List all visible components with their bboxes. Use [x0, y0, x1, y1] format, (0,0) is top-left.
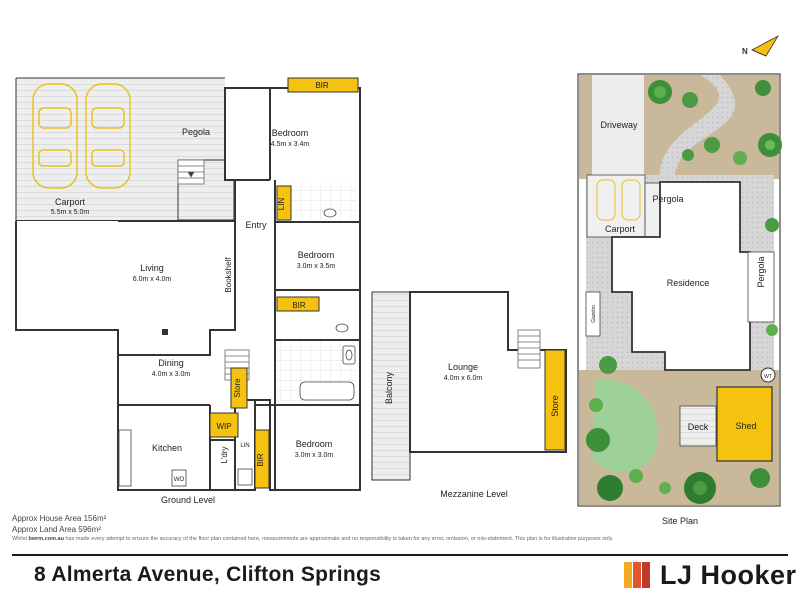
- disclaimer-text: has made every attempt to ensure the acc…: [63, 536, 614, 542]
- stairs-icon: [517, 329, 541, 369]
- room-name: Lounge: [448, 362, 478, 372]
- site-label: Pergola: [756, 256, 766, 287]
- residence-outline: [611, 181, 751, 371]
- site-label: WT: [764, 374, 772, 380]
- kitchen-bench: [118, 429, 132, 487]
- room-name: Bedroom: [298, 250, 335, 260]
- agency-brand[interactable]: LJ Hooker: [624, 558, 797, 592]
- level-label: Ground Level: [161, 495, 215, 505]
- site-label: Carport: [605, 224, 636, 234]
- store-label: Store: [550, 395, 560, 417]
- room-name: Living: [140, 263, 164, 273]
- north-letter: N: [742, 47, 748, 56]
- site-label: Residence: [667, 278, 710, 288]
- wall-oven: [171, 469, 187, 487]
- vanity-icon: [342, 345, 356, 365]
- bir-label: BIR: [256, 453, 265, 467]
- built-in-robes: [209, 77, 359, 489]
- lin-label: LIN: [277, 198, 286, 211]
- room-size: 3.0m x 3.5m: [297, 263, 336, 270]
- mezzanine-level-plan: Balcony Lounge 4.0m x 6.0m Store Mezzani…: [371, 291, 567, 499]
- site-label: Driveway: [600, 120, 638, 130]
- wo-label: WO: [174, 477, 185, 483]
- balcony-label: Balcony: [384, 371, 394, 404]
- toilet-icon: [323, 208, 349, 333]
- room-name: Kitchen: [152, 443, 182, 453]
- room-size: 3.0m x 3.0m: [295, 452, 334, 459]
- car-icon: [85, 83, 131, 189]
- site-label: Gazebo: [591, 305, 597, 323]
- ground-level-plan: Carport 5.5m x 5.0m Pegola Bedroom 4.5m …: [15, 77, 361, 505]
- area-notes: Approx House Area 156m² Approx Land Area…: [12, 513, 792, 543]
- bathtub-icon: [299, 381, 355, 401]
- north-arrow-icon: N: [742, 34, 780, 57]
- car-icon: [596, 179, 616, 221]
- room-size: 4.5m x 3.4m: [271, 141, 310, 148]
- room-name: Bedroom: [296, 439, 333, 449]
- garden-path: [660, 75, 736, 175]
- disclaimer-site: bwrm.com.au: [28, 536, 64, 542]
- bir-label: BIR: [315, 81, 329, 90]
- level-label: Site Plan: [662, 516, 698, 526]
- room-name: Entry: [245, 220, 267, 230]
- property-address: 8 Almerta Avenue, Clifton Springs: [34, 563, 382, 586]
- site-shed: [716, 386, 773, 462]
- site-label: Deck: [688, 422, 709, 432]
- room-name: Pegola: [182, 127, 210, 137]
- driveway: [592, 75, 644, 175]
- balcony-deck: [371, 291, 411, 481]
- laundry-label: L'dry: [220, 446, 229, 463]
- brand-name: LJ Hooker: [660, 559, 797, 590]
- wip-label: WIP: [216, 422, 231, 431]
- laundry-tub: [237, 468, 253, 486]
- floor-plan: N: [15, 34, 782, 526]
- store-cupboard: [544, 349, 566, 451]
- car-icon: [621, 179, 641, 221]
- column-post: [162, 329, 168, 335]
- room-name: Carport: [55, 197, 86, 207]
- disclaimer: Whilst bwrm.com.au has made every attemp…: [12, 535, 792, 543]
- site-plan: Driveway Carport Pergola Residence Pergo…: [577, 73, 782, 526]
- room-size: 4.0m x 6.0m: [444, 375, 483, 382]
- store-label: Store: [233, 378, 242, 398]
- lawn: [592, 378, 659, 473]
- house-area: Approx House Area 156m²: [12, 514, 107, 523]
- site-pergola-side: [747, 251, 775, 323]
- lin-label: LIN: [240, 443, 249, 449]
- bir-label: BIR: [292, 301, 306, 310]
- room-size: 5.5m x 5.0m: [51, 209, 90, 216]
- room-name: Dining: [158, 358, 184, 368]
- car-icon: [32, 83, 78, 189]
- room-size: 4.0m x 3.0m: [152, 371, 191, 378]
- level-label: Mezzanine Level: [440, 489, 508, 499]
- gazebo: [585, 291, 601, 337]
- lj-hooker-logo-icon: [624, 562, 650, 588]
- bookshelf-label: Bookshelf: [224, 257, 233, 293]
- water-tank-icon: [760, 367, 776, 383]
- tree-icon: [586, 80, 782, 504]
- disclaimer-lead: Whilst: [12, 536, 29, 542]
- room-name: Bedroom: [272, 128, 309, 138]
- room-size: 6.0m x 4.0m: [133, 276, 172, 283]
- site-deck: [679, 405, 717, 447]
- footer-divider: [12, 554, 788, 556]
- site-label: Shed: [735, 421, 756, 431]
- site-label: Pergola: [652, 194, 683, 204]
- land-area: Approx Land Area 596m²: [12, 525, 101, 534]
